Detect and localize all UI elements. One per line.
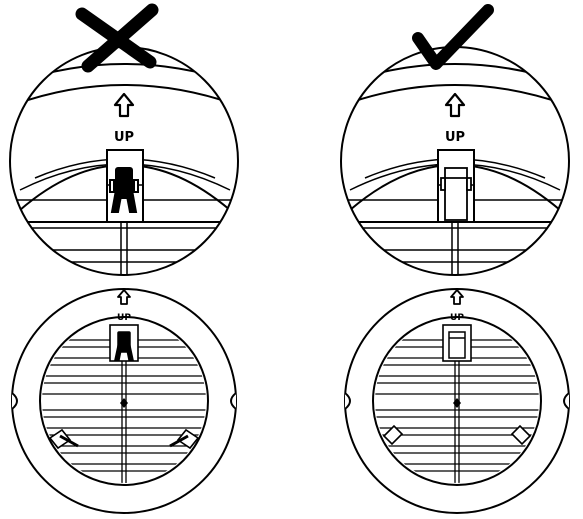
check-mark-icon bbox=[412, 4, 494, 70]
clip-correct-icon bbox=[448, 331, 466, 359]
up-label: UP bbox=[450, 313, 464, 323]
panel-wrong-zoom: UP bbox=[9, 46, 239, 276]
center-marker-icon bbox=[120, 398, 128, 408]
panel-correct-zoom: UP bbox=[340, 46, 570, 276]
up-label: UP bbox=[117, 313, 131, 323]
clip-correct-icon bbox=[440, 167, 472, 221]
panel-correct-full: UP bbox=[344, 288, 570, 514]
cross-mark-icon bbox=[75, 3, 159, 73]
clip-wrong-icon bbox=[114, 331, 134, 361]
panel-wrong-full: UP bbox=[11, 288, 237, 514]
up-arrow-icon bbox=[113, 92, 135, 118]
up-arrow-icon bbox=[450, 289, 464, 305]
clip-wrong-icon bbox=[109, 167, 139, 213]
up-arrow-icon bbox=[117, 289, 131, 305]
up-label: UP bbox=[445, 130, 465, 145]
up-arrow-icon bbox=[444, 92, 466, 118]
latch-wrong-icon bbox=[48, 428, 200, 450]
latch-correct-icon bbox=[382, 424, 532, 446]
center-marker-icon bbox=[453, 398, 461, 408]
up-label: UP bbox=[114, 130, 134, 145]
